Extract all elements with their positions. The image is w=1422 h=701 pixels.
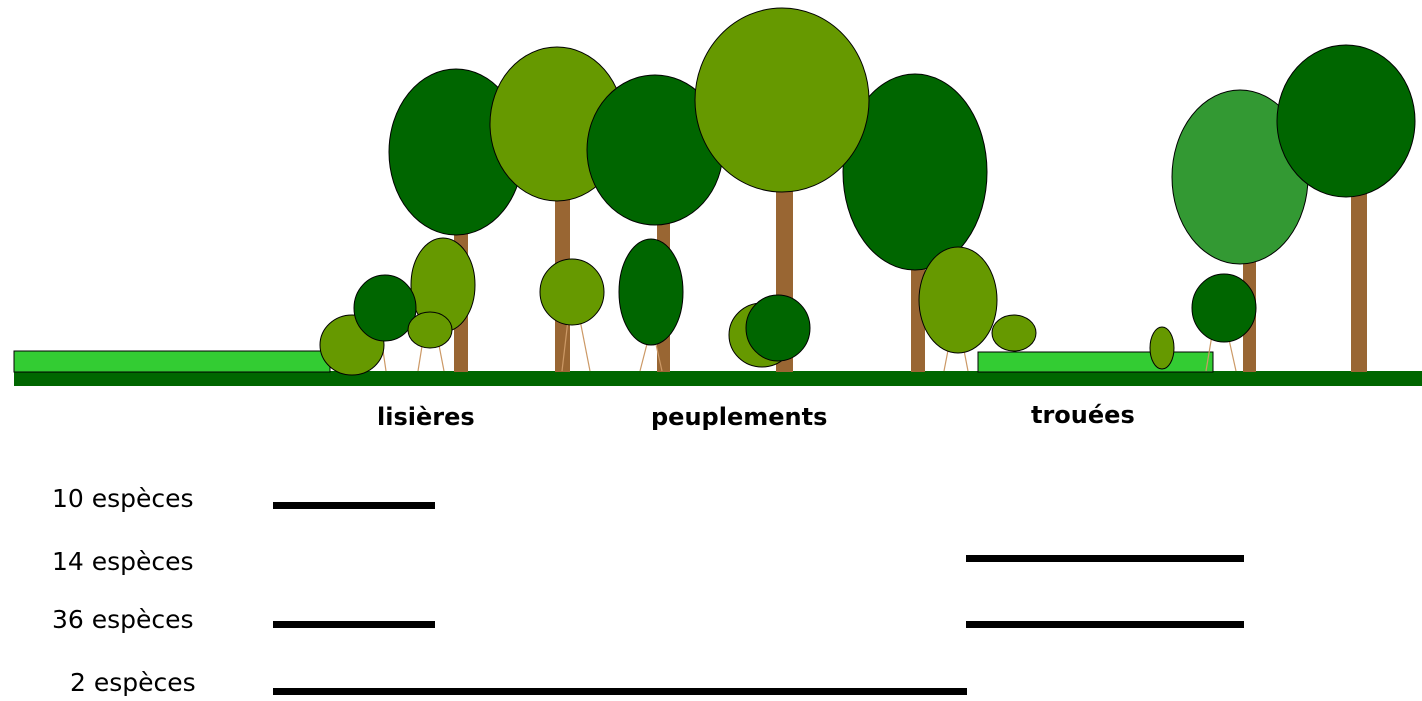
range-bar-14-gaps xyxy=(966,555,1244,562)
shrub xyxy=(407,311,453,349)
range-bar-2-edges-stands xyxy=(273,688,967,695)
species-label-14: 14 espèces xyxy=(52,547,194,576)
grass-patch-gap xyxy=(977,351,1214,373)
shrub xyxy=(1191,273,1257,343)
range-bar-10-edges xyxy=(273,502,435,509)
tree-canopy xyxy=(1276,44,1416,198)
range-bar-36-edges xyxy=(273,621,435,628)
species-label-10: 10 espèces xyxy=(52,484,194,513)
shrub xyxy=(618,238,684,346)
ground-line xyxy=(14,371,1422,386)
range-bar-36-gaps xyxy=(966,621,1244,628)
tree-canopy xyxy=(694,7,870,193)
tree-canopy xyxy=(842,73,988,271)
species-label-2: 2 espèces xyxy=(70,668,196,697)
trunk xyxy=(1351,180,1367,372)
zone-label-stands: peuplements xyxy=(651,403,828,431)
shrub xyxy=(991,314,1037,352)
grass-patch-left xyxy=(13,350,331,373)
shrub xyxy=(745,294,811,362)
shrub xyxy=(1149,326,1175,370)
zone-label-edges: lisières xyxy=(377,403,475,431)
zone-label-gaps: trouées xyxy=(1031,401,1135,429)
forest-illustration xyxy=(13,7,1422,386)
shrub xyxy=(539,258,605,326)
species-label-36: 36 espèces xyxy=(52,605,194,634)
shrub xyxy=(353,274,417,342)
shrub xyxy=(918,246,998,354)
